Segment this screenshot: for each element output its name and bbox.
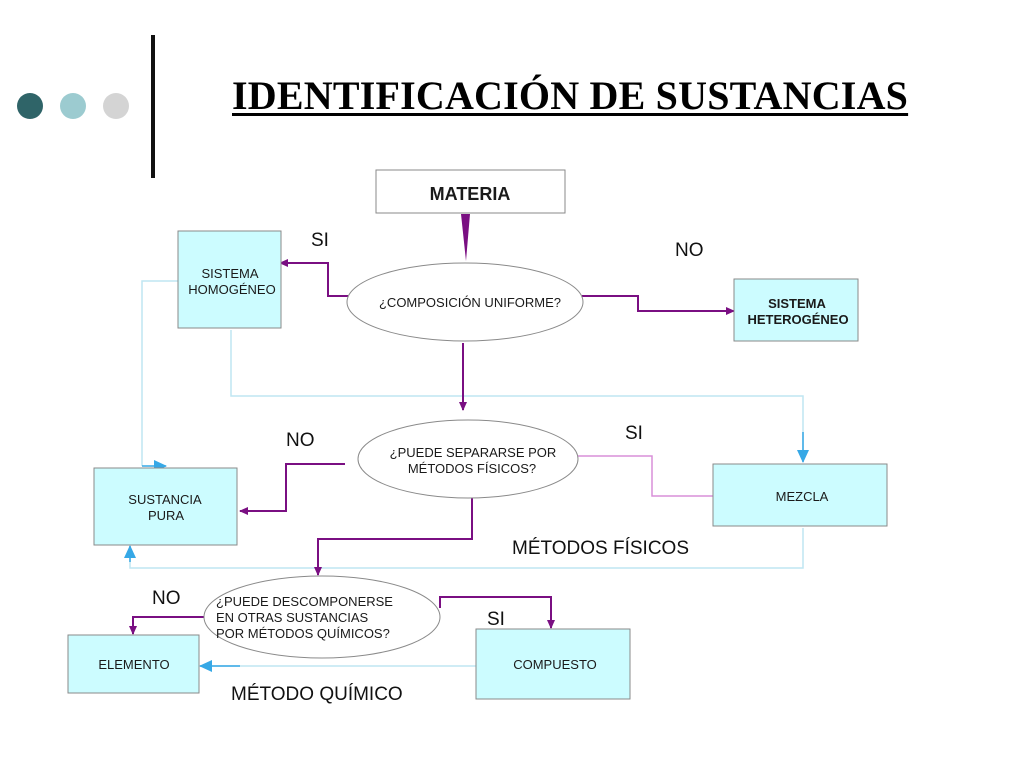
node-descomponerse: ¿PUEDE DESCOMPONERSE EN OTRAS SUSTANCIAS…: [203, 575, 441, 659]
arrow-composicion-heterogeneo: [582, 295, 735, 315]
label-si-compuesto: SI: [487, 609, 505, 630]
node-sistema-heterogeneo: SISTEMA HETEROGÉNEO: [733, 278, 859, 342]
node-sustancia-pura-line1: SUSTANCIA: [128, 492, 202, 507]
arrow-descomponer-elemento: [129, 616, 204, 635]
node-sistema-homogeneo-line2: HOMOGÉNEO: [188, 282, 275, 297]
node-sistema-homogeneo-line1: SISTEMA: [201, 266, 258, 281]
decor-dot-mid: [60, 93, 86, 119]
node-descomponerse-line2: EN OTRAS SUSTANCIAS: [216, 610, 369, 625]
node-descomponerse-line1: ¿PUEDE DESCOMPONERSE: [216, 594, 393, 609]
node-mezcla: MEZCLA: [712, 463, 888, 527]
node-materia: MATERIA: [375, 169, 566, 214]
label-si-mezcla: SI: [625, 423, 643, 444]
node-compuesto: COMPUESTO: [475, 628, 631, 700]
node-composicion-uniforme-label: ¿COMPOSICIÓN UNIFORME?: [379, 295, 561, 310]
node-separarse-fisicos: ¿PUEDE SEPARARSE POR MÉTODOS FÍSICOS?: [357, 419, 579, 499]
connector-homogeneo-mezcla: [230, 330, 804, 462]
label-si-homogeneo: SI: [311, 230, 329, 251]
node-compuesto-label: COMPUESTO: [513, 657, 597, 672]
node-sistema-homogeneo: SISTEMA HOMOGÉNEO: [177, 230, 282, 329]
node-materia-label: MATERIA: [430, 184, 511, 204]
decor-dot-light: [103, 93, 129, 119]
label-no-sustancia-pura: NO: [286, 430, 315, 451]
arrow-separarse-descomponer: [314, 498, 473, 576]
node-separarse-line2: MÉTODOS FÍSICOS?: [408, 461, 536, 476]
node-separarse-line1: ¿PUEDE SEPARARSE POR: [390, 445, 557, 460]
arrow-materia-composicion: [461, 214, 470, 261]
label-no-elemento: NO: [152, 588, 181, 609]
node-elemento: ELEMENTO: [67, 634, 200, 694]
connector-separarse-mezcla: [575, 455, 713, 497]
decor-dot-dark: [17, 93, 43, 119]
label-no-heterogeneo: NO: [675, 240, 704, 261]
label-metodos-fisicos: MÉTODOS FÍSICOS: [512, 538, 689, 559]
arrow-separarse-pura: [239, 463, 345, 515]
node-elemento-label: ELEMENTO: [98, 657, 169, 672]
node-composicion-uniforme: ¿COMPOSICIÓN UNIFORME?: [346, 262, 584, 342]
node-mezcla-label: MEZCLA: [776, 489, 829, 504]
page-title: IDENTIFICACIÓN DE SUSTANCIAS: [232, 73, 909, 118]
arrow-composicion-homogeneo: [279, 259, 348, 297]
node-sistema-heterogeneo-line1: SISTEMA: [768, 296, 826, 311]
node-sistema-heterogeneo-line2: HETEROGÉNEO: [747, 312, 848, 327]
node-sustancia-pura: SUSTANCIA PURA: [93, 467, 238, 546]
connector-pura-homogeneo: [141, 280, 178, 466]
node-descomponerse-line3: POR MÉTODOS QUÍMICOS?: [216, 626, 390, 641]
arrow-descomponer-compuesto: [439, 596, 555, 629]
purple-arrows: [129, 259, 735, 635]
blue-arrows: [124, 432, 809, 672]
decor-vertical-bar: [151, 35, 155, 178]
node-sustancia-pura-line2: PURA: [148, 508, 184, 523]
label-metodo-quimico: MÉTODO QUÍMICO: [231, 684, 403, 705]
